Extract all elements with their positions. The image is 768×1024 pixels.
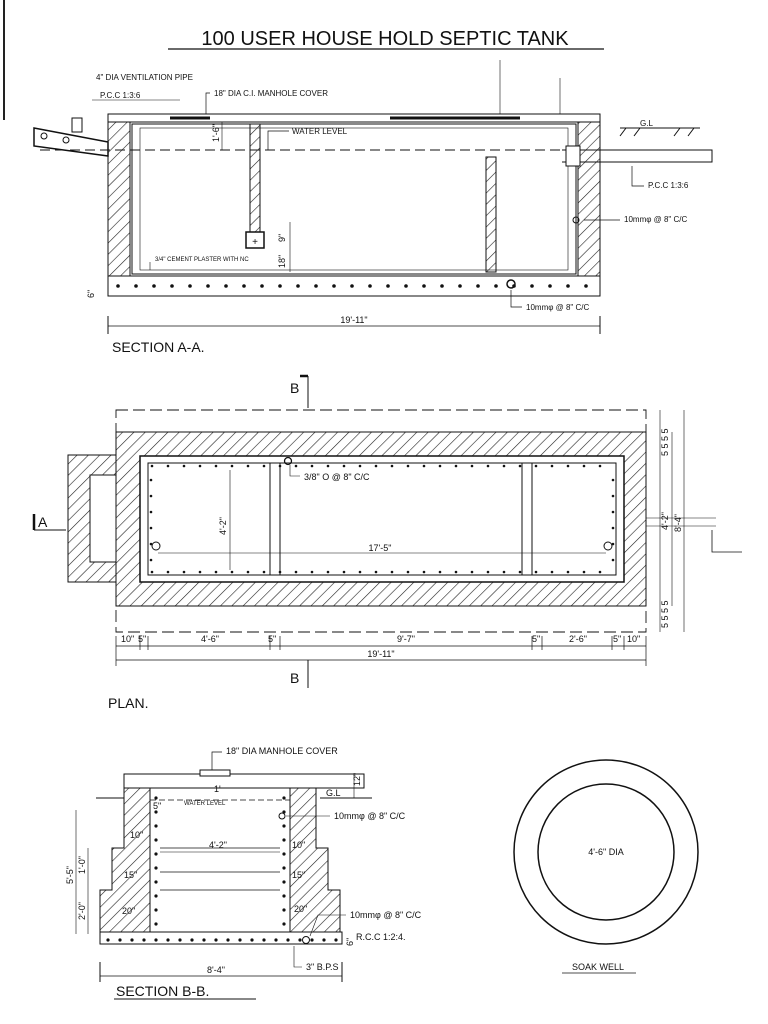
gl-label-bb: G.L (326, 788, 341, 798)
plan-seg-6: 5" (532, 634, 540, 644)
pcc-top-label: P.C.C 1:3:6 (100, 91, 141, 100)
length-dim-aa: 19'-11" (340, 315, 367, 325)
section-aa: + G.L 4" DIA VENTILATION PIPE P.C.C 1:3:… (33, 60, 713, 355)
section-bb-heading: SECTION B-B. (116, 983, 209, 999)
plan-seg-9: 10" (627, 634, 640, 644)
floor-bar-label-aa: 10mmφ @ 8" C/C (526, 303, 589, 312)
plan-inner-length: 17'-5" (369, 543, 392, 553)
plan-bar-label: 3/8" O @ 8" C/C (304, 472, 370, 482)
base-dim-bb: 6" (345, 938, 355, 946)
plan-heading: PLAN. (108, 695, 148, 711)
manhole-label-aa: 18" DIA C.I. MANHOLE COVER (214, 89, 328, 98)
wall-10-left-bb: 10" (130, 830, 143, 840)
section-aa-heading: SECTION A-A. (112, 339, 205, 355)
plan-seg-5: 9'-7" (397, 634, 415, 644)
plan: 4'-2" 17'-5" 3/8" O @ 8" C/C A B B 5 5 5… (32, 374, 742, 711)
dim-18-aa: 18" (277, 255, 287, 268)
plan-right-dim-2: 8'-4" (673, 514, 683, 532)
dim-9-aa: 9" (277, 234, 287, 242)
plan-inner-width: 4'-2" (218, 517, 228, 535)
bps-label: 3" B.P.S (306, 962, 339, 972)
soak-well-heading: SOAK WELL (572, 962, 624, 972)
overall-width-bb: 8'-4" (207, 965, 225, 975)
plan-seg-4: 5" (268, 634, 276, 644)
water-level-label-aa: WATER LEVEL (292, 127, 348, 136)
plan-seg-3: 4'-6" (201, 634, 219, 644)
soak-well: 4'-6" DIA SOAK WELL (513, 759, 699, 974)
plan-seg-1: 10" (121, 634, 134, 644)
wall-20-right-bb: 20" (294, 904, 307, 914)
plan-right-small-bottom: 5 5 5 5 (660, 600, 670, 628)
water-level-label-bb: WATER LEVEL (184, 801, 226, 807)
gl-label-aa: G.L (640, 119, 653, 128)
svg-text:+: + (252, 237, 258, 248)
wall-10-right-bb: 10" (292, 840, 305, 850)
height-2-bb: 2'-0" (77, 902, 87, 920)
height-total-bb: 5'-5" (65, 866, 75, 884)
pcc-right-label: P.C.C 1:3:6 (648, 181, 689, 190)
wall-5-bb: 5" (153, 801, 161, 811)
bar-bottom-label-bb: 10mmφ @ 8" C/C (350, 910, 422, 920)
section-bb: G.L 18" DIA MANHOLE COVER WATER LEVEL 1'… (65, 746, 422, 1000)
height-1-bb: 1'-0" (77, 856, 87, 874)
wall-20-left-bb: 20" (122, 906, 135, 916)
wall-15-left-bb: 15" (124, 870, 137, 880)
soak-well-dia: 4'-6" DIA (588, 847, 623, 857)
wall-bar-label-aa: 10mmφ @ 8" C/C (624, 215, 687, 224)
vent-label: 4" DIA VENTILATION PIPE (96, 73, 193, 82)
marker-a: A (38, 514, 48, 530)
mark-bb: 1' (214, 784, 221, 794)
sheet-title: 100 USER HOUSE HOLD SEPTIC TANK (201, 28, 569, 50)
plan-seg-2: 5" (138, 634, 146, 644)
plan-seg-7: 2'-6" (569, 634, 587, 644)
plan-right-small-top: 5 5 5 5 (660, 428, 670, 456)
depth-dim-aa: 1'-6" (211, 124, 221, 142)
top-dim-bb: 12" (352, 773, 362, 786)
manhole-label-bb: 18" DIA MANHOLE COVER (226, 746, 338, 756)
wall-15-right-bb: 15" (292, 870, 305, 880)
plan-overall-dim: 19'-11" (367, 649, 394, 659)
rcc-label: R.C.C 1:2:4. (356, 932, 406, 942)
marker-b-bottom: B (290, 670, 299, 686)
plan-seg-8: 5" (613, 634, 621, 644)
bar-top-label-bb: 10mmφ @ 8" C/C (334, 811, 406, 821)
marker-b-top: B (290, 380, 299, 396)
base-dim-aa: 6" (86, 290, 96, 298)
plaster-label: 3/4" CEMENT PLASTER WITH NC (155, 257, 249, 263)
inner-width-bb: 4'-2" (209, 840, 227, 850)
plan-right-dim-1: 4'-2" (660, 512, 670, 530)
